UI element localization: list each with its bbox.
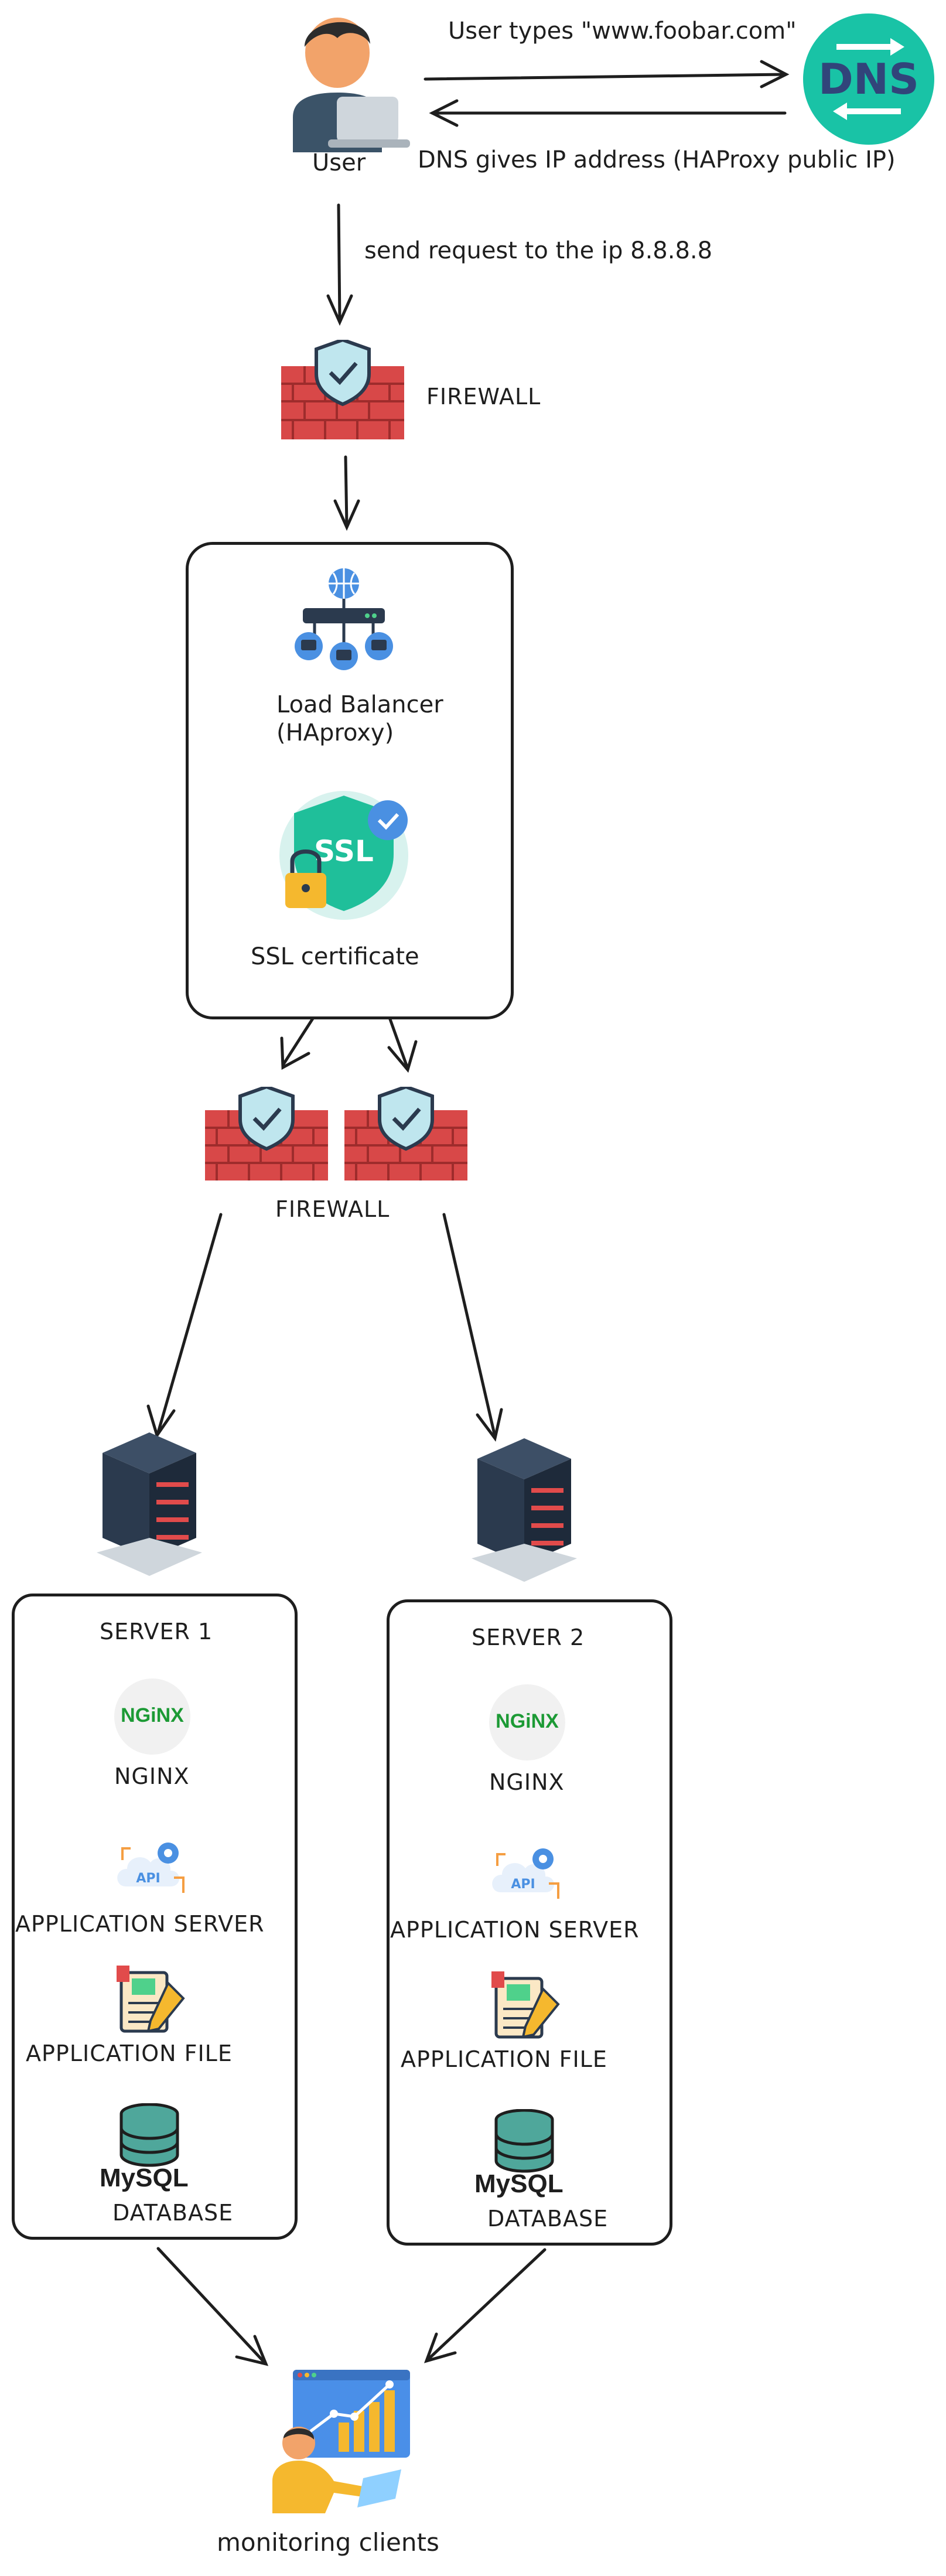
arrow-firewall-to-server2 xyxy=(442,1213,503,1442)
server2-nginx-logo: NGiNX xyxy=(489,1684,565,1760)
server1-rack-icon xyxy=(97,1432,202,1576)
arrow-dns-to-user xyxy=(429,99,787,127)
server2-app-file-icon xyxy=(489,1971,565,2042)
arrow-firewall-to-server1 xyxy=(146,1213,223,1439)
load-balancer-icon xyxy=(291,567,397,673)
server1-database-icon xyxy=(117,2103,182,2168)
monitoring-clients-icon xyxy=(269,2367,410,2513)
load-balancer-label-line1: Load Balancer xyxy=(276,691,443,718)
server1-database-label: DATABASE xyxy=(112,2200,234,2226)
server1-nginx-logo-text: NGiNX xyxy=(121,1704,184,1727)
server2-nginx-label: NGINX xyxy=(489,1769,565,1795)
firewall-top-label: FIREWALL xyxy=(426,384,541,410)
server2-app-file-label: APPLICATION FILE xyxy=(401,2046,607,2072)
server2-database-icon xyxy=(492,2108,556,2174)
server1-title: SERVER 1 xyxy=(100,1619,213,1644)
server2-title: SERVER 2 xyxy=(472,1625,585,1650)
arrow-user-to-dns xyxy=(424,60,790,88)
server2-app-server-label: APPLICATION SERVER xyxy=(390,1917,640,1943)
dns-request-label: User types "www.foobar.com" xyxy=(448,18,797,45)
ssl-certificate-icon: SSL xyxy=(274,785,420,920)
firewall-right-icon xyxy=(344,1084,467,1180)
arrow-user-to-firewall xyxy=(326,203,353,326)
server2-api-text: API xyxy=(511,1877,535,1892)
server1-nginx-label: NGINX xyxy=(114,1763,190,1789)
firewall-left-icon xyxy=(205,1084,328,1180)
arrow-server1-to-monitoring xyxy=(156,2247,269,2366)
load-balancer-label-line2: (HAproxy) xyxy=(276,719,394,746)
server1-api-text: API xyxy=(136,1871,160,1886)
server1-nginx-logo: NGiNX xyxy=(114,1678,190,1755)
firewall-pair-label: FIREWALL xyxy=(275,1196,390,1222)
user-icon xyxy=(281,6,410,152)
dns-icon-text: DNS xyxy=(818,54,919,104)
server2-api-icon: API xyxy=(489,1843,565,1907)
server1-app-file-icon xyxy=(114,1966,190,2036)
send-request-label: send request to the ip 8.8.8.8 xyxy=(364,237,713,264)
server1-app-server-label: APPLICATION SERVER xyxy=(15,1911,265,1937)
arrow-server2-to-monitoring xyxy=(424,2248,547,2363)
server1-mysql-label: MySQL xyxy=(100,2164,189,2192)
dns-icon: DNS xyxy=(801,12,936,146)
ssl-certificate-label: SSL certificate xyxy=(251,943,419,970)
server2-rack-icon xyxy=(472,1438,577,1582)
arrow-lb-to-firewall-left xyxy=(280,1016,315,1070)
monitoring-clients-label: monitoring clients xyxy=(217,2528,439,2557)
dns-response-label: DNS gives IP address (HAProxy public IP) xyxy=(418,146,896,173)
arrow-lb-to-firewall-right xyxy=(387,1016,418,1073)
server2-nginx-logo-text: NGiNX xyxy=(496,1710,559,1732)
server2-mysql-label: MySQL xyxy=(474,2169,563,2198)
arrow-firewall-to-lb xyxy=(333,455,360,531)
ssl-icon-text: SSL xyxy=(314,834,374,868)
server1-app-file-label: APPLICATION FILE xyxy=(26,2041,233,2066)
firewall-top-icon xyxy=(281,337,404,439)
server1-api-icon: API xyxy=(114,1837,190,1901)
server2-database-label: DATABASE xyxy=(487,2206,609,2232)
user-label: User xyxy=(312,149,366,176)
